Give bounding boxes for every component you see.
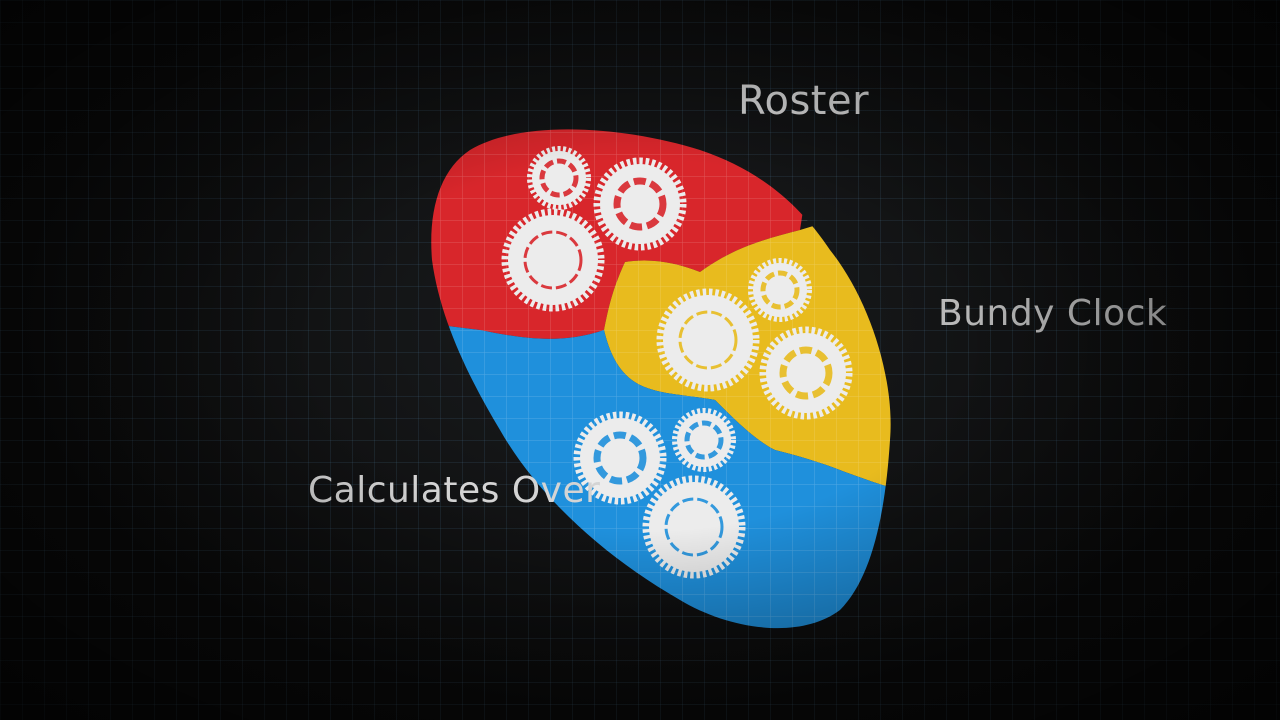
label-roster: Roster — [738, 78, 870, 124]
label-bundy-clock: Bundy Clock — [938, 293, 1168, 334]
label-calculates-over: Calculates Over — [308, 470, 601, 511]
